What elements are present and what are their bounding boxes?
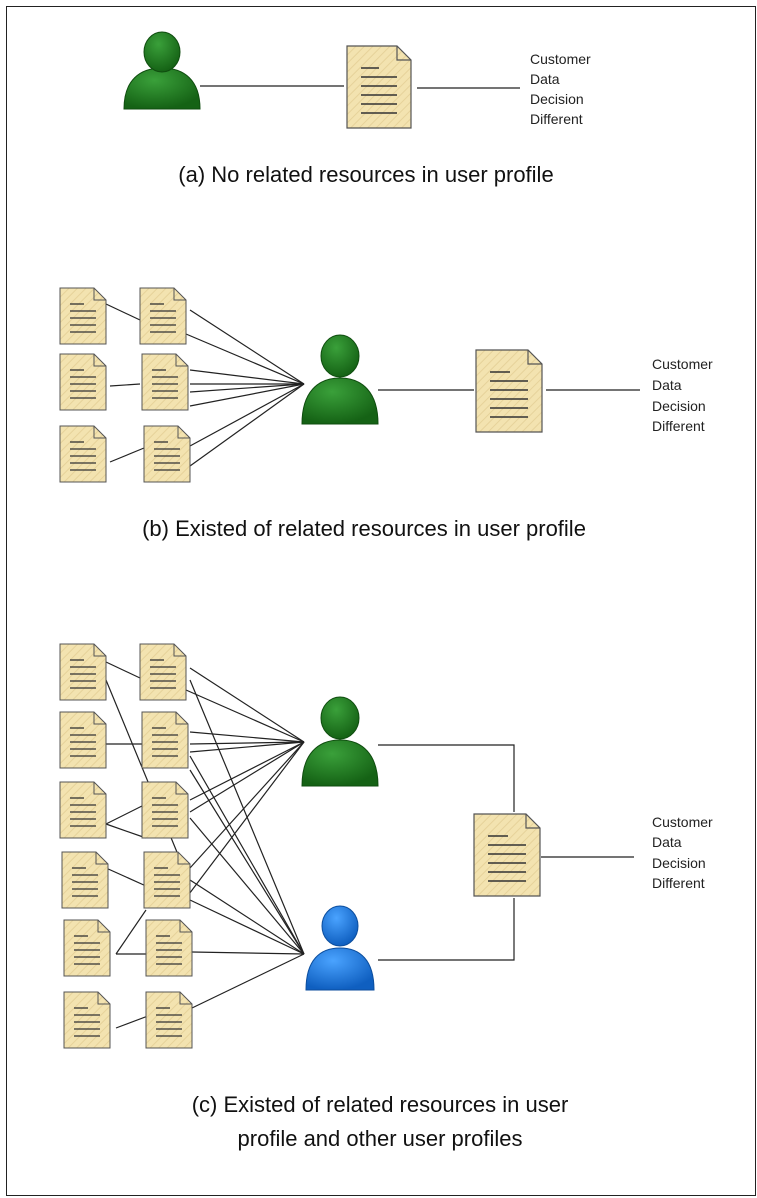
label-different: Different <box>530 111 583 127</box>
label-customer: Customer <box>652 356 713 372</box>
document-icon <box>59 353 107 411</box>
edges-c <box>105 661 634 1029</box>
label-decision: Decision <box>530 91 584 107</box>
document-icon <box>63 919 111 977</box>
figure-frame <box>6 6 756 1196</box>
connector-line <box>191 951 305 955</box>
connector-line <box>189 899 305 955</box>
connector-line <box>105 679 187 875</box>
document-icon <box>59 425 107 483</box>
connector-line <box>105 823 147 839</box>
document-icon <box>59 711 107 769</box>
document-icon <box>145 919 193 977</box>
connector-line <box>189 817 305 955</box>
document-icon <box>139 287 187 345</box>
connector-line <box>185 333 305 385</box>
caption-c-line2: profile and other user profiles <box>238 1126 523 1151</box>
edges-b <box>105 303 640 467</box>
connector-line <box>189 731 305 743</box>
connector-line <box>105 805 143 825</box>
connector-line <box>189 309 305 385</box>
document-icon <box>475 349 543 433</box>
document-icon <box>473 813 541 897</box>
connector-line <box>189 383 305 393</box>
connector-line <box>115 1015 149 1029</box>
connector-line <box>378 744 515 812</box>
user-icon <box>301 334 379 425</box>
label-different: Different <box>652 418 705 434</box>
label-list-a: Customer Data Decision Different <box>530 51 591 127</box>
connector-line <box>109 383 141 387</box>
user-icon <box>301 696 379 787</box>
connector-line <box>189 741 305 813</box>
panel-b: Customer Data Decision Different (b) Exi… <box>59 287 713 541</box>
connector-line <box>191 953 305 1009</box>
connector-line <box>115 909 147 955</box>
connector-line <box>189 383 305 407</box>
connector-line <box>378 898 515 961</box>
connector-line <box>109 447 145 463</box>
label-customer: Customer <box>652 814 713 830</box>
connector-line <box>189 369 305 385</box>
user-icon <box>123 31 201 110</box>
label-list-b: Customer Data Decision Different <box>652 356 713 434</box>
caption-a: (a) No related resources in user profile <box>178 162 553 187</box>
connector-line <box>189 383 305 467</box>
document-icon <box>139 643 187 701</box>
document-icon <box>63 991 111 1049</box>
connector-line <box>185 689 305 743</box>
document-icon <box>143 425 191 483</box>
user-icon <box>305 905 375 991</box>
connector-line <box>189 741 305 753</box>
connector-line <box>189 755 305 955</box>
document-icon <box>346 45 412 129</box>
label-decision: Decision <box>652 398 706 414</box>
connector-line <box>105 303 141 321</box>
document-icon <box>143 851 191 909</box>
caption-b: (b) Existed of related resources in user… <box>142 516 586 541</box>
document-icon <box>141 353 189 411</box>
label-data: Data <box>652 834 682 850</box>
connector-line <box>105 661 141 679</box>
connector-line <box>189 741 305 745</box>
document-icon <box>59 287 107 345</box>
panel-a: Customer Data Decision Different (a) No … <box>123 31 591 187</box>
label-customer: Customer <box>530 51 591 67</box>
connector-line <box>189 679 305 955</box>
connector-line <box>189 769 305 955</box>
connector-line <box>189 667 305 743</box>
connector-line <box>179 741 305 907</box>
document-icon <box>141 781 189 839</box>
document-icon <box>61 851 109 909</box>
document-icon <box>59 643 107 701</box>
connector-line <box>189 383 305 447</box>
connector-line <box>189 741 305 801</box>
label-data: Data <box>530 71 560 87</box>
connector-line <box>189 741 305 869</box>
connector-line <box>105 867 147 887</box>
document-icon <box>59 781 107 839</box>
document-icon <box>145 991 193 1049</box>
label-list-c: Customer Data Decision Different <box>652 814 713 891</box>
label-different: Different <box>652 875 705 891</box>
document-icon <box>141 711 189 769</box>
panel-c: Customer Data Decision Different (c) Exi… <box>59 643 713 1151</box>
label-data: Data <box>652 377 682 393</box>
caption-c-line1: (c) Existed of related resources in user <box>192 1092 569 1117</box>
connector-line <box>189 879 305 955</box>
label-decision: Decision <box>652 855 706 871</box>
